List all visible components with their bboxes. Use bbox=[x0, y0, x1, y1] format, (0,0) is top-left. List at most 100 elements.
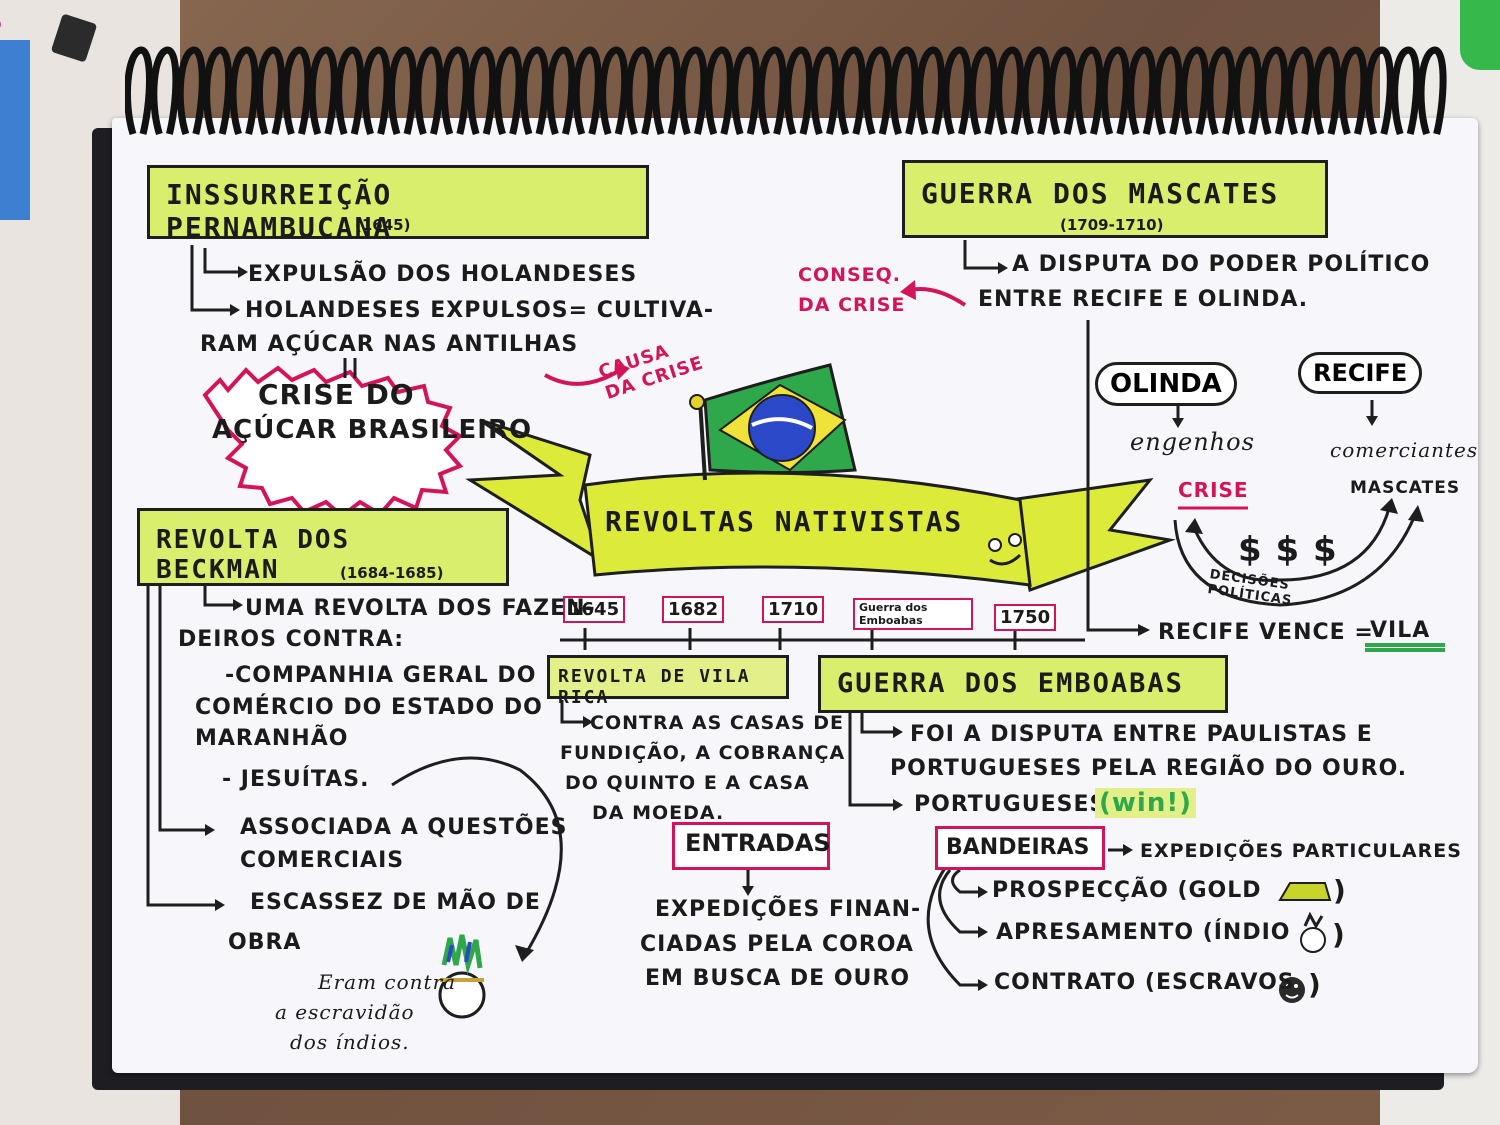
spiral-coil bbox=[1391, 46, 1421, 136]
conseq-label: CONSEQ. DA CRISE bbox=[798, 264, 906, 316]
bandeiras-title: BANDEIRAS bbox=[946, 835, 1090, 860]
blue-marker bbox=[0, 40, 30, 220]
mascates-line1: A DISPUTA DO PODER POLÍTICO bbox=[1012, 252, 1431, 277]
green-marker bbox=[1460, 0, 1500, 70]
spiral-coil bbox=[1153, 46, 1183, 136]
beckman-assoc1: ASSOCIADA A QUESTÕES bbox=[240, 815, 568, 840]
spiral-coil bbox=[414, 46, 444, 136]
banner-center bbox=[583, 471, 1032, 587]
vila-rica-l4: DA MOEDA. bbox=[592, 802, 725, 824]
spiral-coil bbox=[176, 46, 206, 136]
insurreicao-date: (1645) bbox=[355, 216, 411, 234]
mascates-title: GUERRA DOS MASCATES bbox=[921, 177, 1280, 210]
timeline-date-1645: 1645 bbox=[563, 596, 626, 623]
spiral-coil bbox=[651, 46, 681, 136]
insurreicao-line2: HOLANDESES EXPULSOS= CULTIVA- bbox=[245, 298, 714, 323]
emboabas-l2: PORTUGUESES PELA REGIÃO DO OURO. bbox=[890, 756, 1408, 781]
spiral-coil bbox=[361, 46, 391, 136]
insurreicao-line3: RAM AÇÚCAR NAS ANTILHAS bbox=[200, 332, 579, 357]
comerciantes-label: comerciantes bbox=[1330, 438, 1479, 462]
crisis-line2: AÇÚCAR BRASILEIRO bbox=[212, 415, 533, 445]
spiral-coil bbox=[1206, 46, 1236, 136]
spiral-coil bbox=[1074, 46, 1104, 136]
bandeiras-desc: EXPEDIÇÕES PARTICULARES bbox=[1140, 840, 1462, 862]
beckman-item2: - JESUÍTAS. bbox=[222, 767, 370, 792]
spiral-coil bbox=[1232, 46, 1262, 136]
spiral-coil bbox=[1417, 46, 1447, 136]
spiral-coil bbox=[387, 46, 417, 136]
notebook-page bbox=[112, 118, 1478, 1073]
olinda-cloud: OLINDA bbox=[1095, 362, 1237, 406]
beckman-escassez2: OBRA bbox=[228, 930, 302, 955]
timeline-date-1710: 1710 bbox=[762, 596, 825, 623]
vila-label: VILA bbox=[1370, 618, 1431, 643]
spiral-coil bbox=[308, 46, 338, 136]
spiral-coil bbox=[493, 46, 523, 136]
spiral-coil bbox=[1100, 46, 1130, 136]
vila-rica-l3: DO QUINTO E A CASA bbox=[565, 772, 810, 794]
spiral-coil bbox=[757, 46, 787, 136]
face-icon bbox=[1279, 977, 1305, 1003]
spiral-coil bbox=[150, 46, 180, 136]
mascates-title-box: GUERRA DOS MASCATES bbox=[902, 160, 1328, 238]
spiral-binding bbox=[125, 46, 1447, 136]
spiral-coil bbox=[519, 46, 549, 136]
spiral-coil bbox=[731, 46, 761, 136]
paren-2: ) bbox=[1332, 918, 1346, 951]
spiral-coil bbox=[255, 46, 285, 136]
indian-face bbox=[438, 971, 486, 1019]
crisis-burst bbox=[202, 365, 464, 519]
spiral-coil bbox=[1338, 46, 1368, 136]
banner-title: REVOLTAS NATIVISTAS bbox=[605, 505, 964, 538]
spiral-coil bbox=[1364, 46, 1394, 136]
note-line3: dos índios. bbox=[290, 1030, 410, 1054]
bandeiras-p2: APRESAMENTO (ÍNDIO bbox=[996, 920, 1291, 945]
beckman-date: (1684-1685) bbox=[340, 564, 444, 582]
entradas-l1: EXPEDIÇÕES FINAN- bbox=[655, 897, 922, 922]
beckman-escassez1: ESCASSEZ DE MÃO DE bbox=[250, 890, 541, 915]
spiral-coil bbox=[335, 46, 365, 136]
money-label: $ $ $ bbox=[1238, 530, 1338, 570]
spiral-coil bbox=[546, 46, 576, 136]
timeline-emboabas: Guerra dos Emboabas bbox=[853, 598, 973, 630]
emboabas-title: GUERRA DOS EMBOABAS bbox=[837, 668, 1184, 699]
spiral-coil bbox=[968, 46, 998, 136]
insurreicao-title: INSSURREIÇÃO PERNAMBUCANA bbox=[166, 178, 393, 244]
win-label: (win!) bbox=[1095, 788, 1197, 818]
timeline-date-1682: 1682 bbox=[662, 596, 725, 623]
spiral-coil bbox=[836, 46, 866, 136]
spiral-coil bbox=[1179, 46, 1209, 136]
spiral-coil bbox=[625, 46, 655, 136]
entradas-l3: EM BUSCA DE OURO bbox=[645, 966, 911, 991]
vila-rica-l2: FUNDIÇÃO, A COBRANÇA bbox=[560, 742, 846, 764]
spiral-coil bbox=[889, 46, 919, 136]
spiral-coil bbox=[995, 46, 1025, 136]
vila-rica-title: REVOLTA DE VILA RICA bbox=[558, 666, 751, 708]
entradas-l2: CIADAS PELA COROA bbox=[640, 932, 914, 957]
note-line2: a escravidão bbox=[275, 1000, 415, 1024]
recife-vence: RECIFE VENCE = bbox=[1158, 620, 1374, 645]
engenhos-label: engenhos bbox=[1130, 428, 1255, 456]
vila-rica-l1: CONTRA AS CASAS DE bbox=[590, 712, 844, 734]
timeline-date-1750: 1750 bbox=[994, 604, 1057, 631]
spiral-coil bbox=[1127, 46, 1157, 136]
emboabas-title-box: GUERRA DOS EMBOABAS bbox=[818, 655, 1228, 713]
beckman-title: REVOLTA DOS BECKMAN bbox=[156, 525, 351, 585]
insurreicao-line1: EXPULSÃO DOS HOLANDESES bbox=[248, 262, 638, 287]
spiral-coil bbox=[1285, 46, 1315, 136]
spiral-coil bbox=[282, 46, 312, 136]
spiral-coil bbox=[229, 46, 259, 136]
spiral-coil bbox=[440, 46, 470, 136]
entradas-title-box: ENTRADAS bbox=[672, 822, 831, 870]
crisis-line1: CRISE DO bbox=[258, 378, 415, 411]
beckman-item1c: MARANHÃO bbox=[195, 726, 349, 751]
emboabas-l1: FOI A DISPUTA ENTRE PAULISTAS E bbox=[910, 722, 1373, 747]
emboabas-l3: PORTUGUESES bbox=[914, 792, 1107, 817]
bandeiras-p1: PROSPECÇÃO (GOLD bbox=[992, 878, 1262, 903]
beckman-title-box: REVOLTA DOS BECKMAN bbox=[137, 508, 509, 586]
beckman-line1: UMA REVOLTA DOS FAZEN- bbox=[245, 596, 596, 621]
spiral-coil bbox=[1311, 46, 1341, 136]
paren-1: ) bbox=[1333, 874, 1347, 907]
spiral-coil bbox=[125, 46, 153, 136]
